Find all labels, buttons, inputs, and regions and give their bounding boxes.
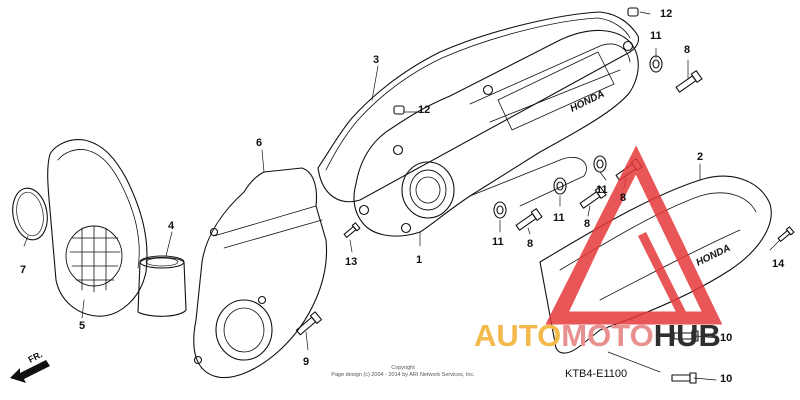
bolt-8-top: [675, 70, 703, 93]
part-6-vent: [215, 299, 273, 361]
grommet-11-mid-b: [553, 177, 567, 195]
callout-11-low: 11: [492, 236, 504, 248]
callout-14: 14: [772, 258, 785, 270]
front-direction-arrow-icon: [10, 360, 50, 383]
screw-14: [777, 226, 795, 242]
callout-10-b: 10: [720, 373, 733, 385]
bolt-10-b: [671, 372, 697, 384]
callout-8-low: 8: [527, 238, 534, 250]
callout-7: 7: [20, 264, 27, 276]
watermark-text: AUTOMOTOHUB: [474, 318, 721, 354]
watermark-hub: HUB: [653, 318, 721, 353]
copyright-line-1: Copyright: [391, 365, 415, 371]
callout-5: 5: [79, 320, 86, 332]
part-4-filter-element: [137, 256, 187, 317]
bolt-9: [295, 311, 323, 336]
callout-11-mid-a: 11: [596, 184, 608, 196]
callout-13: 13: [345, 256, 358, 268]
part-1-cover-ridge: [469, 43, 631, 105]
part-3-gasket-inner: [325, 17, 631, 171]
part-7-o-ring: [12, 187, 48, 241]
callout-1: 1: [416, 254, 423, 266]
callout-8-mid-a: 8: [620, 192, 627, 204]
grommet-11-mid-a: [593, 155, 607, 173]
watermark-moto: MOTO: [561, 318, 654, 353]
part-3-gasket: [317, 11, 640, 203]
grommet-12-top: [627, 7, 639, 17]
callout-11-top: 11: [650, 30, 662, 42]
callout-11-mid-b: 11: [553, 212, 565, 224]
callout-4: 4: [168, 220, 175, 232]
part-1-bolt-hole-e: [622, 40, 634, 52]
callout-10-a: 10: [720, 332, 733, 344]
part-1-bearing-boss: [401, 161, 455, 219]
callout-6: 6: [256, 137, 263, 149]
watermark-logo-icon: [545, 145, 723, 325]
callout-8-top: 8: [684, 44, 691, 56]
watermark-auto: AUTO: [474, 318, 562, 353]
callout-2: 2: [697, 151, 704, 163]
part-1-left-crankcase-cover: [353, 29, 639, 237]
callout-8-mid-b: 8: [584, 218, 591, 230]
callout-9: 9: [303, 356, 310, 368]
part-6-duct-cover: [193, 167, 328, 378]
grommet-11-top: [649, 55, 663, 73]
diagram-code: KTB4-E1100: [565, 368, 628, 380]
part-1-bolt-hole-c: [400, 222, 412, 234]
part-1-cover-panel: [497, 51, 615, 131]
callout-12-mid: 12: [418, 104, 431, 116]
copyright-line-2: Page design (c) 2004 - 2014 by ARI Netwo…: [331, 372, 475, 378]
grommet-12-mid: [393, 105, 405, 115]
part-1-bolt-hole-a: [392, 144, 404, 156]
bolt-8-mid-b: [579, 186, 607, 209]
part-5-filter-grid: [69, 225, 121, 293]
case-logo: HONDA: [568, 89, 606, 115]
leader-lines: [23, 11, 781, 381]
callout-3: 3: [373, 54, 380, 66]
callout-12-top: 12: [660, 8, 673, 20]
part-5-filter-cover: [47, 139, 148, 317]
screw-13: [343, 222, 361, 238]
part-1-cover-ridge-2: [489, 69, 621, 123]
part-1-bolt-hole-d: [482, 84, 494, 96]
copyright-notice: Copyright Page design (c) 2004 - 2014 by…: [318, 365, 488, 379]
grommet-11-low: [493, 201, 507, 219]
bolt-8-low: [515, 208, 543, 231]
part-1-bolt-hole-b: [358, 204, 370, 216]
cover-logo: HONDA: [694, 243, 732, 269]
